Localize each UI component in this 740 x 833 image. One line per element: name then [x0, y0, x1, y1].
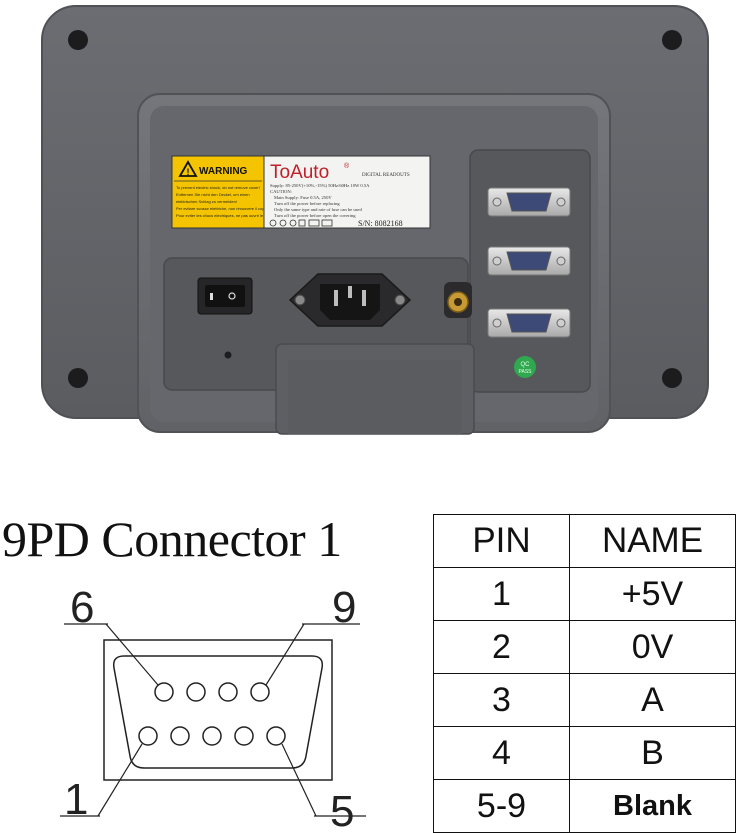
warning-line-4: Per evitare scosse elettriche, non rimuo…: [176, 206, 276, 211]
pin-label-1: 1: [64, 775, 88, 824]
pin-7: [186, 682, 206, 702]
power-inlet: [288, 273, 412, 327]
warning-line-1: To prevent electric shock, do not remove…: [176, 185, 260, 190]
connector-frame: [103, 639, 333, 781]
warning-label: ! WARNING To prevent electric shock, do …: [171, 155, 276, 229]
qc-pass-sticker: QC PASS: [514, 356, 536, 378]
pin-9: [250, 682, 270, 702]
pin-2: [170, 726, 190, 746]
warning-line-3: elektrischen Schlag zu vermeiden!: [176, 199, 237, 204]
power-switch[interactable]: [197, 277, 253, 315]
pin-table: PIN NAME 1 +5V 2 0V 3 A 4 B 5-9 Blank: [433, 514, 736, 833]
svg-text:!: !: [187, 167, 190, 177]
pin-cell: 5-9: [433, 779, 570, 833]
pin-label-5: 5: [330, 787, 354, 828]
leader-1: [97, 743, 143, 817]
fuse-holder: [444, 282, 472, 318]
name-cell: +5V: [569, 567, 736, 621]
brand-logo: ToAuto: [270, 162, 329, 183]
db9-connector-3: [487, 308, 571, 338]
pin-4: [234, 726, 254, 746]
leader-6-diag: [105, 623, 159, 686]
product-label: ToAuto ® DIGITAL READOUTS Supply: 85-250…: [263, 155, 431, 229]
pin-cell: 3: [433, 673, 570, 727]
header-name: NAME: [569, 514, 736, 568]
serial-number: S/N: 8082168: [358, 219, 403, 228]
svg-text:PASS: PASS: [519, 369, 533, 375]
compliance-icons: [269, 219, 333, 227]
brand-mark: ®: [344, 162, 350, 170]
product-name: DIGITAL READOUTS: [362, 173, 410, 178]
svg-text:QC: QC: [521, 362, 531, 368]
connector-title: 9PD Connector 1: [2, 511, 342, 567]
screw-top-right: [662, 30, 682, 50]
pin-cell: 2: [433, 620, 570, 674]
pin-8: [218, 682, 238, 702]
db9-connector-1: [487, 187, 571, 217]
pin-1: [138, 726, 158, 746]
table-row: 5-9 Blank: [433, 779, 736, 833]
label-line-6: Turn off the power before open the cover…: [274, 213, 356, 218]
pin-cell: 1: [433, 567, 570, 621]
leader-9-diag: [265, 623, 305, 686]
reset-hole: [224, 351, 232, 359]
pin-6: [154, 682, 174, 702]
name-cell: B: [569, 726, 736, 780]
name-cell: 0V: [569, 620, 736, 674]
device-rear-panel: ! WARNING To prevent electric shock, do …: [41, 5, 709, 435]
pin-3: [202, 726, 222, 746]
table-row: 2 0V: [433, 620, 736, 674]
label-line-1: Supply: 85-250V(+10%,-15%) 50Hz/60Hz 10W…: [270, 183, 370, 189]
table-row: 1 +5V: [433, 567, 736, 621]
connector-pin-diagram: 6 9 1 5: [60, 583, 366, 828]
pin-label-9: 9: [332, 583, 356, 632]
label-line-3: Main Supply: Fuse 0.5A, 250V: [274, 195, 332, 201]
name-cell: Blank: [569, 779, 736, 833]
label-line-5: Only the same type and rate of fuse can …: [274, 207, 362, 212]
label-line-2: CAUTION:: [270, 189, 292, 194]
screw-top-left: [68, 30, 88, 50]
table-row: 3 A: [433, 673, 736, 727]
header-pin: PIN: [433, 514, 570, 568]
warning-line-5: Pour eviter les chocs electriques, ne pa…: [176, 213, 275, 218]
table-row: 4 B: [433, 726, 736, 780]
pin-5: [266, 726, 286, 746]
leader-5: [281, 743, 317, 817]
connector-shell: [112, 655, 324, 769]
warning-line-2: Entfernen Sie nicht den Deckel, um einen: [176, 192, 250, 197]
pin-table-header: PIN NAME: [433, 514, 736, 568]
name-cell: A: [569, 673, 736, 727]
pin-label-6: 6: [70, 583, 94, 632]
warning-title: WARNING: [199, 166, 248, 177]
bottom-notch-inner: [288, 360, 462, 434]
label-line-4: Turn off the power before replacing: [274, 201, 340, 206]
db9-connector-2: [487, 246, 571, 276]
screw-bottom-right: [662, 368, 682, 388]
pin-cell: 4: [433, 726, 570, 780]
screw-bottom-left: [68, 368, 88, 388]
